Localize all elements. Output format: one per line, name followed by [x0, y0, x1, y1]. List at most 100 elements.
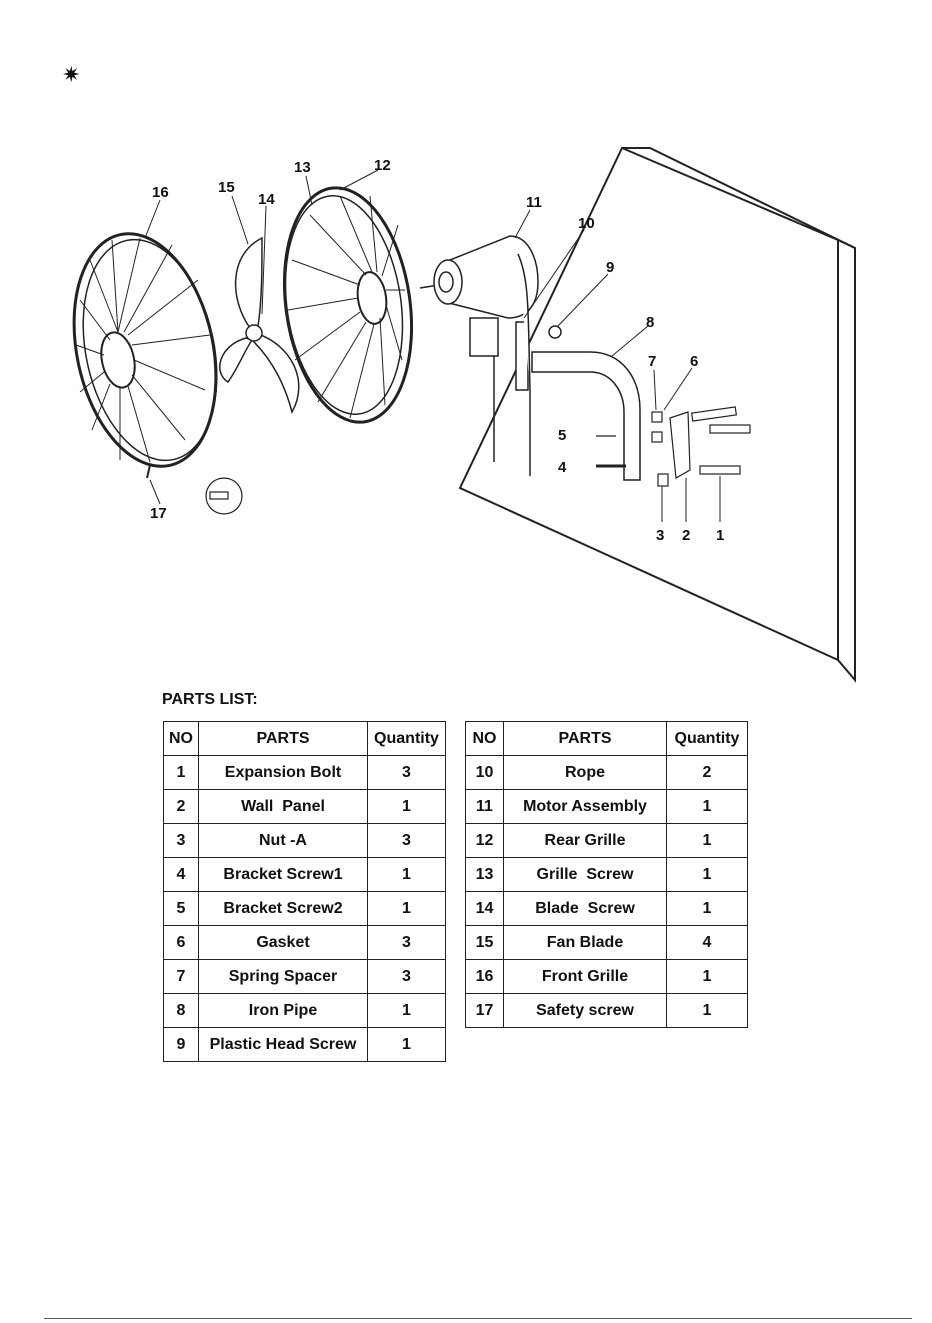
part-qty: 1: [666, 993, 748, 1028]
part-name: Motor Assembly: [503, 789, 667, 824]
part-qty: 3: [367, 925, 446, 960]
col-parts-header: PARTS: [198, 721, 368, 756]
part-no: 13: [465, 857, 504, 892]
bottom-divider: [44, 1318, 912, 1319]
part-qty: 1: [666, 857, 748, 892]
part-no: 11: [465, 789, 504, 824]
callout-9: 9: [606, 259, 614, 276]
part-name: Wall Panel: [198, 789, 368, 824]
part-qty: 1: [367, 993, 446, 1028]
part-qty: 3: [367, 823, 446, 858]
callout-10: 10: [578, 215, 595, 232]
part-qty: 1: [367, 857, 446, 892]
part-no: 15: [465, 925, 504, 960]
table-header-row: NO PARTS Quantity: [465, 721, 748, 756]
part-qty: 4: [666, 925, 748, 960]
part-qty: 1: [367, 789, 446, 824]
part-name: Gasket: [198, 925, 368, 960]
part-name: Rope: [503, 755, 667, 790]
parts-list-title: PARTS LIST:: [162, 691, 258, 708]
callout-7: 7: [648, 353, 656, 370]
callout-2: 2: [682, 527, 690, 544]
part-no: 3: [163, 823, 199, 858]
callout-11: 11: [526, 194, 542, 211]
col-parts-header: PARTS: [503, 721, 667, 756]
part-no: 14: [465, 891, 504, 926]
hardware-drawing: [205, 406, 751, 515]
callout-15: 15: [218, 179, 235, 196]
part-no: 12: [465, 823, 504, 858]
part-qty: 3: [367, 959, 446, 994]
part-name: Nut -A: [198, 823, 368, 858]
part-no: 8: [163, 993, 199, 1028]
part-qty: 2: [666, 755, 748, 790]
col-quantity-header: Quantity: [367, 721, 446, 756]
part-qty: 1: [666, 959, 748, 994]
callout-16: 16: [152, 184, 169, 201]
part-no: 10: [465, 755, 504, 790]
star-bullet-icon: ✷: [62, 62, 81, 87]
part-qty: 1: [367, 1027, 446, 1062]
part-name: Expansion Bolt: [198, 755, 368, 790]
part-name: Safety screw: [503, 993, 667, 1028]
motor-assembly-drawing: [419, 235, 539, 476]
col-no-header: NO: [465, 721, 504, 756]
part-no: 5: [163, 891, 199, 926]
part-name: Plastic Head Screw: [198, 1027, 368, 1062]
part-name: Bracket Screw2: [198, 891, 368, 926]
callout-14: 14: [258, 191, 275, 208]
part-name: Spring Spacer: [198, 959, 368, 994]
exploded-fan-diagram: 16 15 14 13 12 11 10 9 8 7 6 5 4 3 2 1 1…: [72, 146, 856, 683]
part-qty: 1: [666, 823, 748, 858]
part-no: 2: [163, 789, 199, 824]
table-header-row: NO PARTS Quantity: [163, 721, 446, 756]
part-name: Bracket Screw1: [198, 857, 368, 892]
callout-12: 12: [374, 157, 391, 174]
front-grille-drawing: [72, 232, 218, 479]
callout-labels: 16 15 14 13 12 11 10 9 8 7 6 5 4 3 2 1 1…: [150, 157, 724, 544]
part-qty: 1: [367, 891, 446, 926]
callout-17: 17: [150, 505, 167, 522]
part-no: 6: [163, 925, 199, 960]
part-name: Blade Screw: [503, 891, 667, 926]
part-no: 7: [163, 959, 199, 994]
callout-6: 6: [690, 353, 698, 370]
part-name: Grille Screw: [503, 857, 667, 892]
rear-grille-drawing: [282, 186, 414, 424]
part-name: Fan Blade: [503, 925, 667, 960]
callout-3: 3: [656, 527, 664, 544]
part-name: Rear Grille: [503, 823, 667, 858]
wall-panel-drawing: [458, 146, 856, 683]
callout-13: 13: [294, 159, 311, 176]
fan-blade-drawing: [219, 236, 300, 414]
part-no: 4: [163, 857, 199, 892]
part-qty: 1: [666, 789, 748, 824]
part-qty: 1: [666, 891, 748, 926]
part-name: Front Grille: [503, 959, 667, 994]
iron-pipe-drawing: [531, 325, 641, 481]
part-qty: 3: [367, 755, 446, 790]
col-no-header: NO: [163, 721, 199, 756]
leader-lines: [144, 169, 721, 522]
part-no: 9: [163, 1027, 199, 1062]
part-no: 1: [163, 755, 199, 790]
callout-8: 8: [646, 314, 654, 331]
